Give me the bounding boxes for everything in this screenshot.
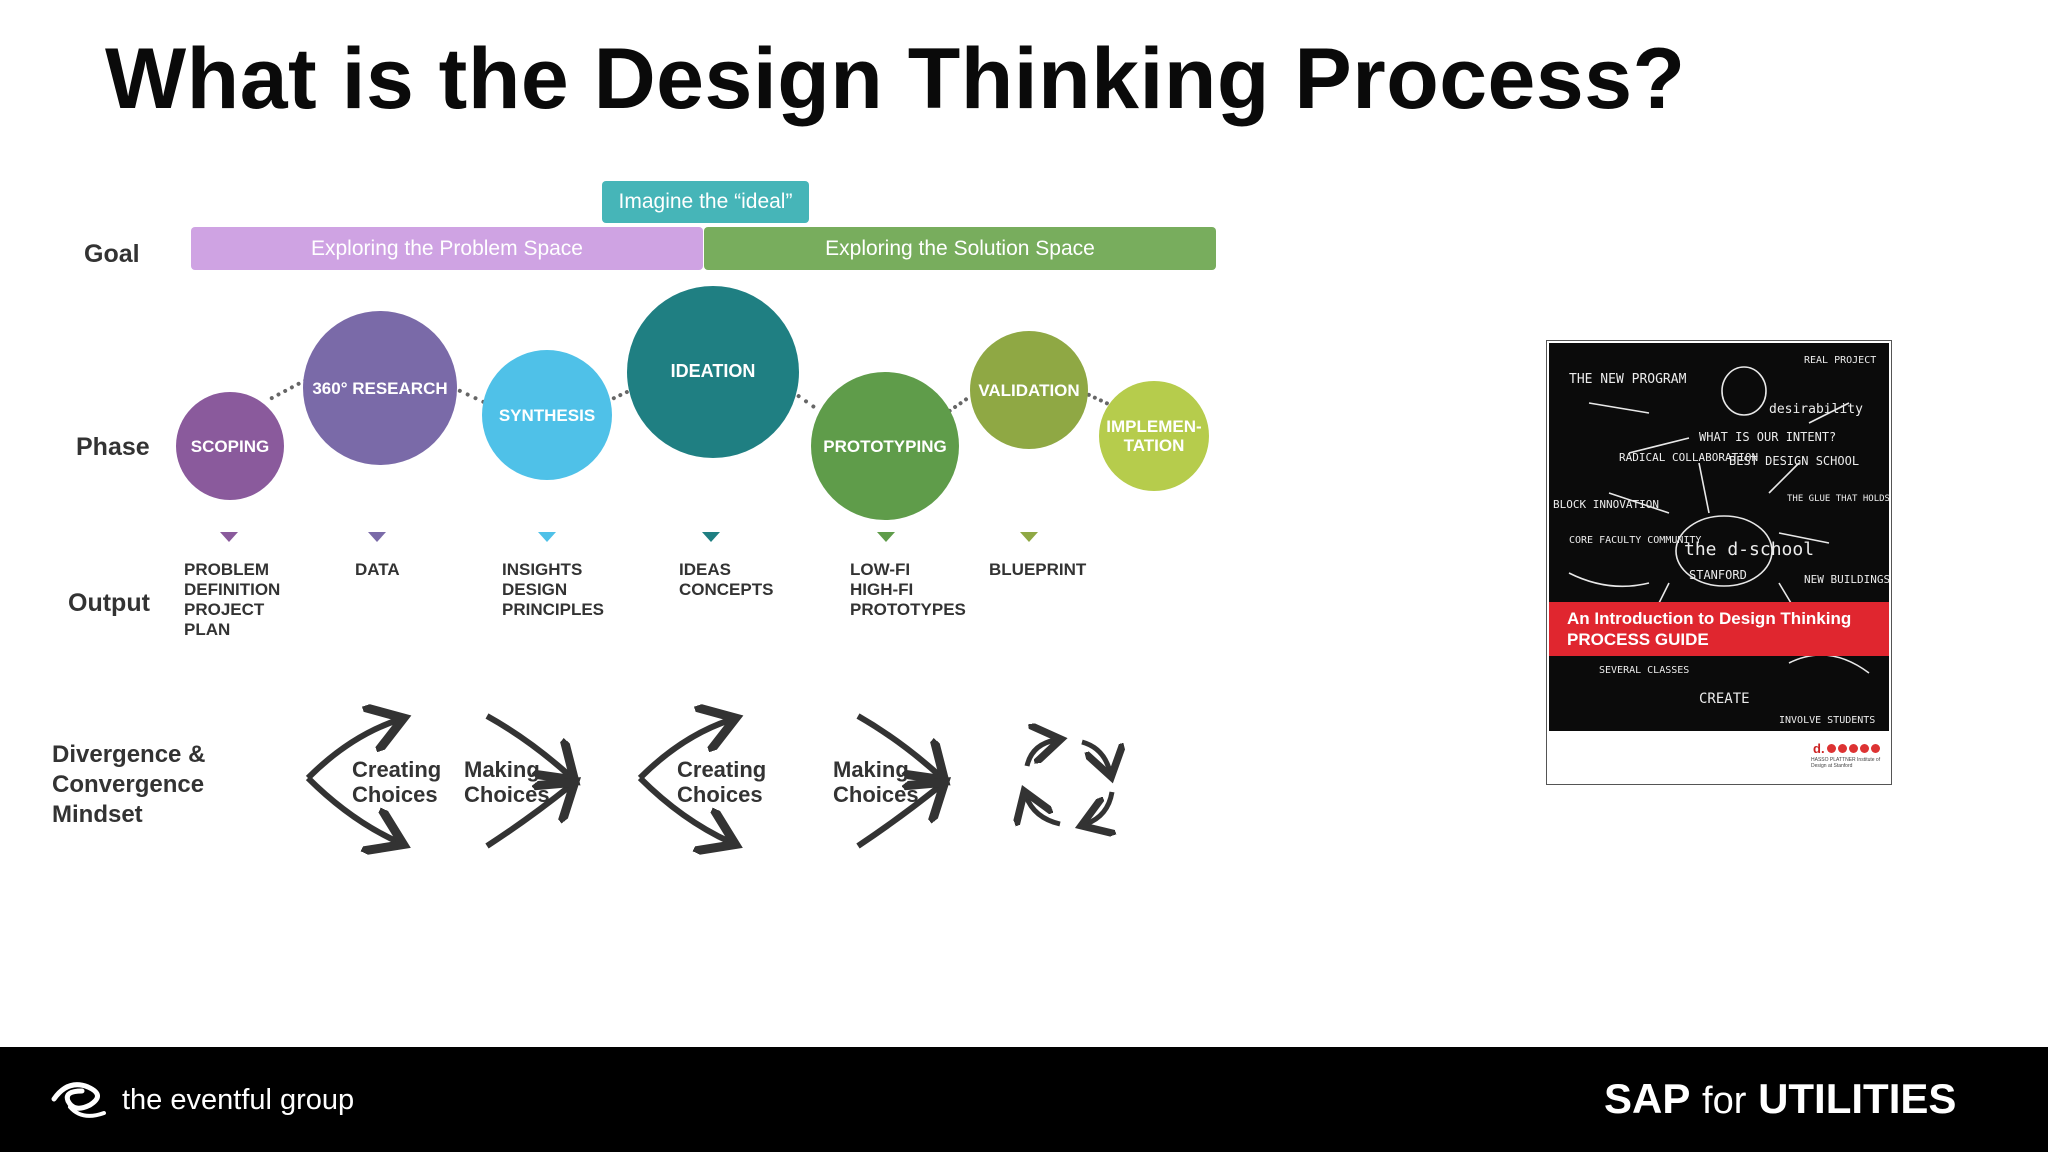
phase-connector [795, 393, 817, 410]
book-title-band: An Introduction to Design Thinking PROCE… [1549, 602, 1889, 656]
output-validation: BLUEPRINT [989, 560, 1087, 579]
chalk-text: THE NEW PROGRAM [1569, 372, 1687, 387]
eventful-logo: the eventful group [48, 1077, 354, 1123]
logo-dot-icon [1837, 744, 1847, 753]
chalkboard-image: THE NEW PROGRAM desirability RADICAL COL… [1549, 343, 1889, 731]
book-cover: THE NEW PROGRAM desirability RADICAL COL… [1546, 340, 1892, 785]
output-research: DATA [355, 560, 400, 579]
problem-space-bar: Exploring the Problem Space [191, 227, 703, 270]
chalk-text: SEVERAL CLASSES [1599, 665, 1689, 676]
logo-dot-icon [1859, 744, 1869, 753]
sap-utilities-logo: SAP for UTILITIES [1604, 1075, 1956, 1123]
diverge-arrow-icon [305, 720, 398, 781]
diverge-arrow-icon [637, 775, 730, 842]
mindset-text: Choices [833, 782, 919, 807]
phase-label: SYNTHESIS [498, 405, 596, 425]
phase-connector [1086, 392, 1110, 406]
chalk-text: CORE FACULTY COMMUNITY [1569, 535, 1701, 546]
phase-synthesis: SYNTHESIS [482, 350, 612, 480]
phase-scoping: SCOPING [176, 392, 284, 500]
dschool-subtitle: HASSO PLATTNER Institute of Design at St… [1811, 757, 1881, 769]
footer-bar: the eventful group SAP for UTILITIES [0, 1047, 2048, 1152]
phase-validation: VALIDATION [970, 331, 1088, 449]
book-title: An Introduction to Design Thinking PROCE… [1567, 608, 1851, 650]
mindset-text: Making [833, 757, 909, 782]
logo-dot-icon [1826, 744, 1836, 753]
logo-dot-icon [1848, 744, 1858, 753]
solution-space-bar: Exploring the Solution Space [704, 227, 1216, 270]
chalk-text: WHAT IS OUR INTENT? [1699, 430, 1836, 444]
chalk-text: RADICAL COLLABORATION [1619, 451, 1758, 464]
eventful-swirl-icon [51, 1082, 106, 1118]
converge-arrow-icon [856, 713, 940, 776]
mindset-text: Choices [464, 782, 550, 807]
output-ideation: IDEAS CONCEPTS [679, 560, 774, 599]
mindset-arrows [305, 700, 1170, 860]
output-synthesis: INSIGHTS DESIGN PRINCIPLES [502, 560, 605, 619]
phase-360-research: 360° RESEARCH [303, 311, 457, 465]
dschool-logo-text: d. [1813, 741, 1825, 756]
logo-dot-icon [1870, 744, 1880, 753]
phase-ideation: IDEATION [627, 286, 799, 458]
phase-row-label: Phase [76, 433, 150, 461]
output-marker [220, 532, 238, 542]
output-prototyping: LOW-FI HIGH-FI PROTOTYPES [850, 560, 966, 619]
goal-row-label: Goal [84, 240, 140, 268]
phase-connector [457, 388, 487, 405]
phase-label: 360° RESEARCH [312, 378, 448, 398]
output-marker [877, 532, 895, 542]
mindset-text: Creating [352, 757, 442, 782]
phase-label: IMPLEMEN- TATION [1106, 417, 1202, 455]
mindset-text: Making [464, 757, 540, 782]
chalk-text: the d-school [1684, 539, 1814, 560]
diverge-arrow-icon [637, 720, 730, 781]
phase-label: PROTOTYPING [823, 436, 947, 456]
diverge-arrow-icon [305, 775, 398, 842]
chalk-text: INVOLVE STUDENTS [1779, 715, 1875, 726]
chalk-text: STANFORD [1689, 568, 1747, 582]
chalk-scribbles: THE NEW PROGRAM desirability RADICAL COL… [1553, 355, 1889, 726]
sap-logo-text: SAP [1604, 1075, 1691, 1122]
book-title-line: An Introduction to Design Thinking [1567, 609, 1852, 628]
cycle-arrows-icon [1026, 740, 1112, 824]
sap-for-text: for [1702, 1080, 1747, 1122]
mindset-text: Choices [352, 782, 438, 807]
phase-label: SCOPING [190, 436, 270, 456]
phase-label: VALIDATION [978, 380, 1080, 400]
chalk-text: desirability [1769, 402, 1863, 417]
output-scoping: PROBLEM DEFINITION PROJECT PLAN [184, 560, 281, 639]
converge-arrow-icon [485, 713, 570, 776]
dschool-logo: d. [1813, 741, 1880, 756]
output-marker [1020, 532, 1038, 542]
sap-utilities-text: UTILITIES [1758, 1075, 1957, 1122]
chalk-text: BLOCK INNOVATION [1553, 498, 1659, 511]
output-row-label: Output [68, 589, 150, 617]
mindset-text: Choices [677, 782, 763, 807]
converge-arrow-icon [485, 786, 570, 849]
output-marker [368, 532, 386, 542]
output-marker [702, 532, 720, 542]
imagine-ideal-bar: Imagine the “ideal” [602, 181, 809, 223]
page-title: What is the Design Thinking Process? [105, 31, 1686, 127]
chalk-text: REAL PROJECT [1804, 355, 1876, 366]
eventful-logo-text: the eventful group [122, 1083, 355, 1116]
phase-implementation: IMPLEMEN- TATION [1099, 381, 1209, 491]
phase-prototyping: PROTOTYPING [811, 372, 959, 520]
chalk-text: NEW BUILDINGS [1804, 573, 1889, 586]
book-title-line: PROCESS GUIDE [1567, 630, 1709, 649]
chalk-text: THE GLUE THAT HOLDS INTERDISCIPLINARY TE… [1787, 494, 1889, 504]
converge-arrow-icon [856, 786, 940, 849]
output-marker [538, 532, 556, 542]
mindset-text: Creating [677, 757, 767, 782]
chalk-text: BEST DESIGN SCHOOL [1729, 454, 1859, 468]
phase-label: IDEATION [670, 361, 756, 381]
chalk-text: CREATE [1699, 691, 1750, 707]
mindset-row-label: Divergence & Convergence Mindset [52, 741, 206, 828]
